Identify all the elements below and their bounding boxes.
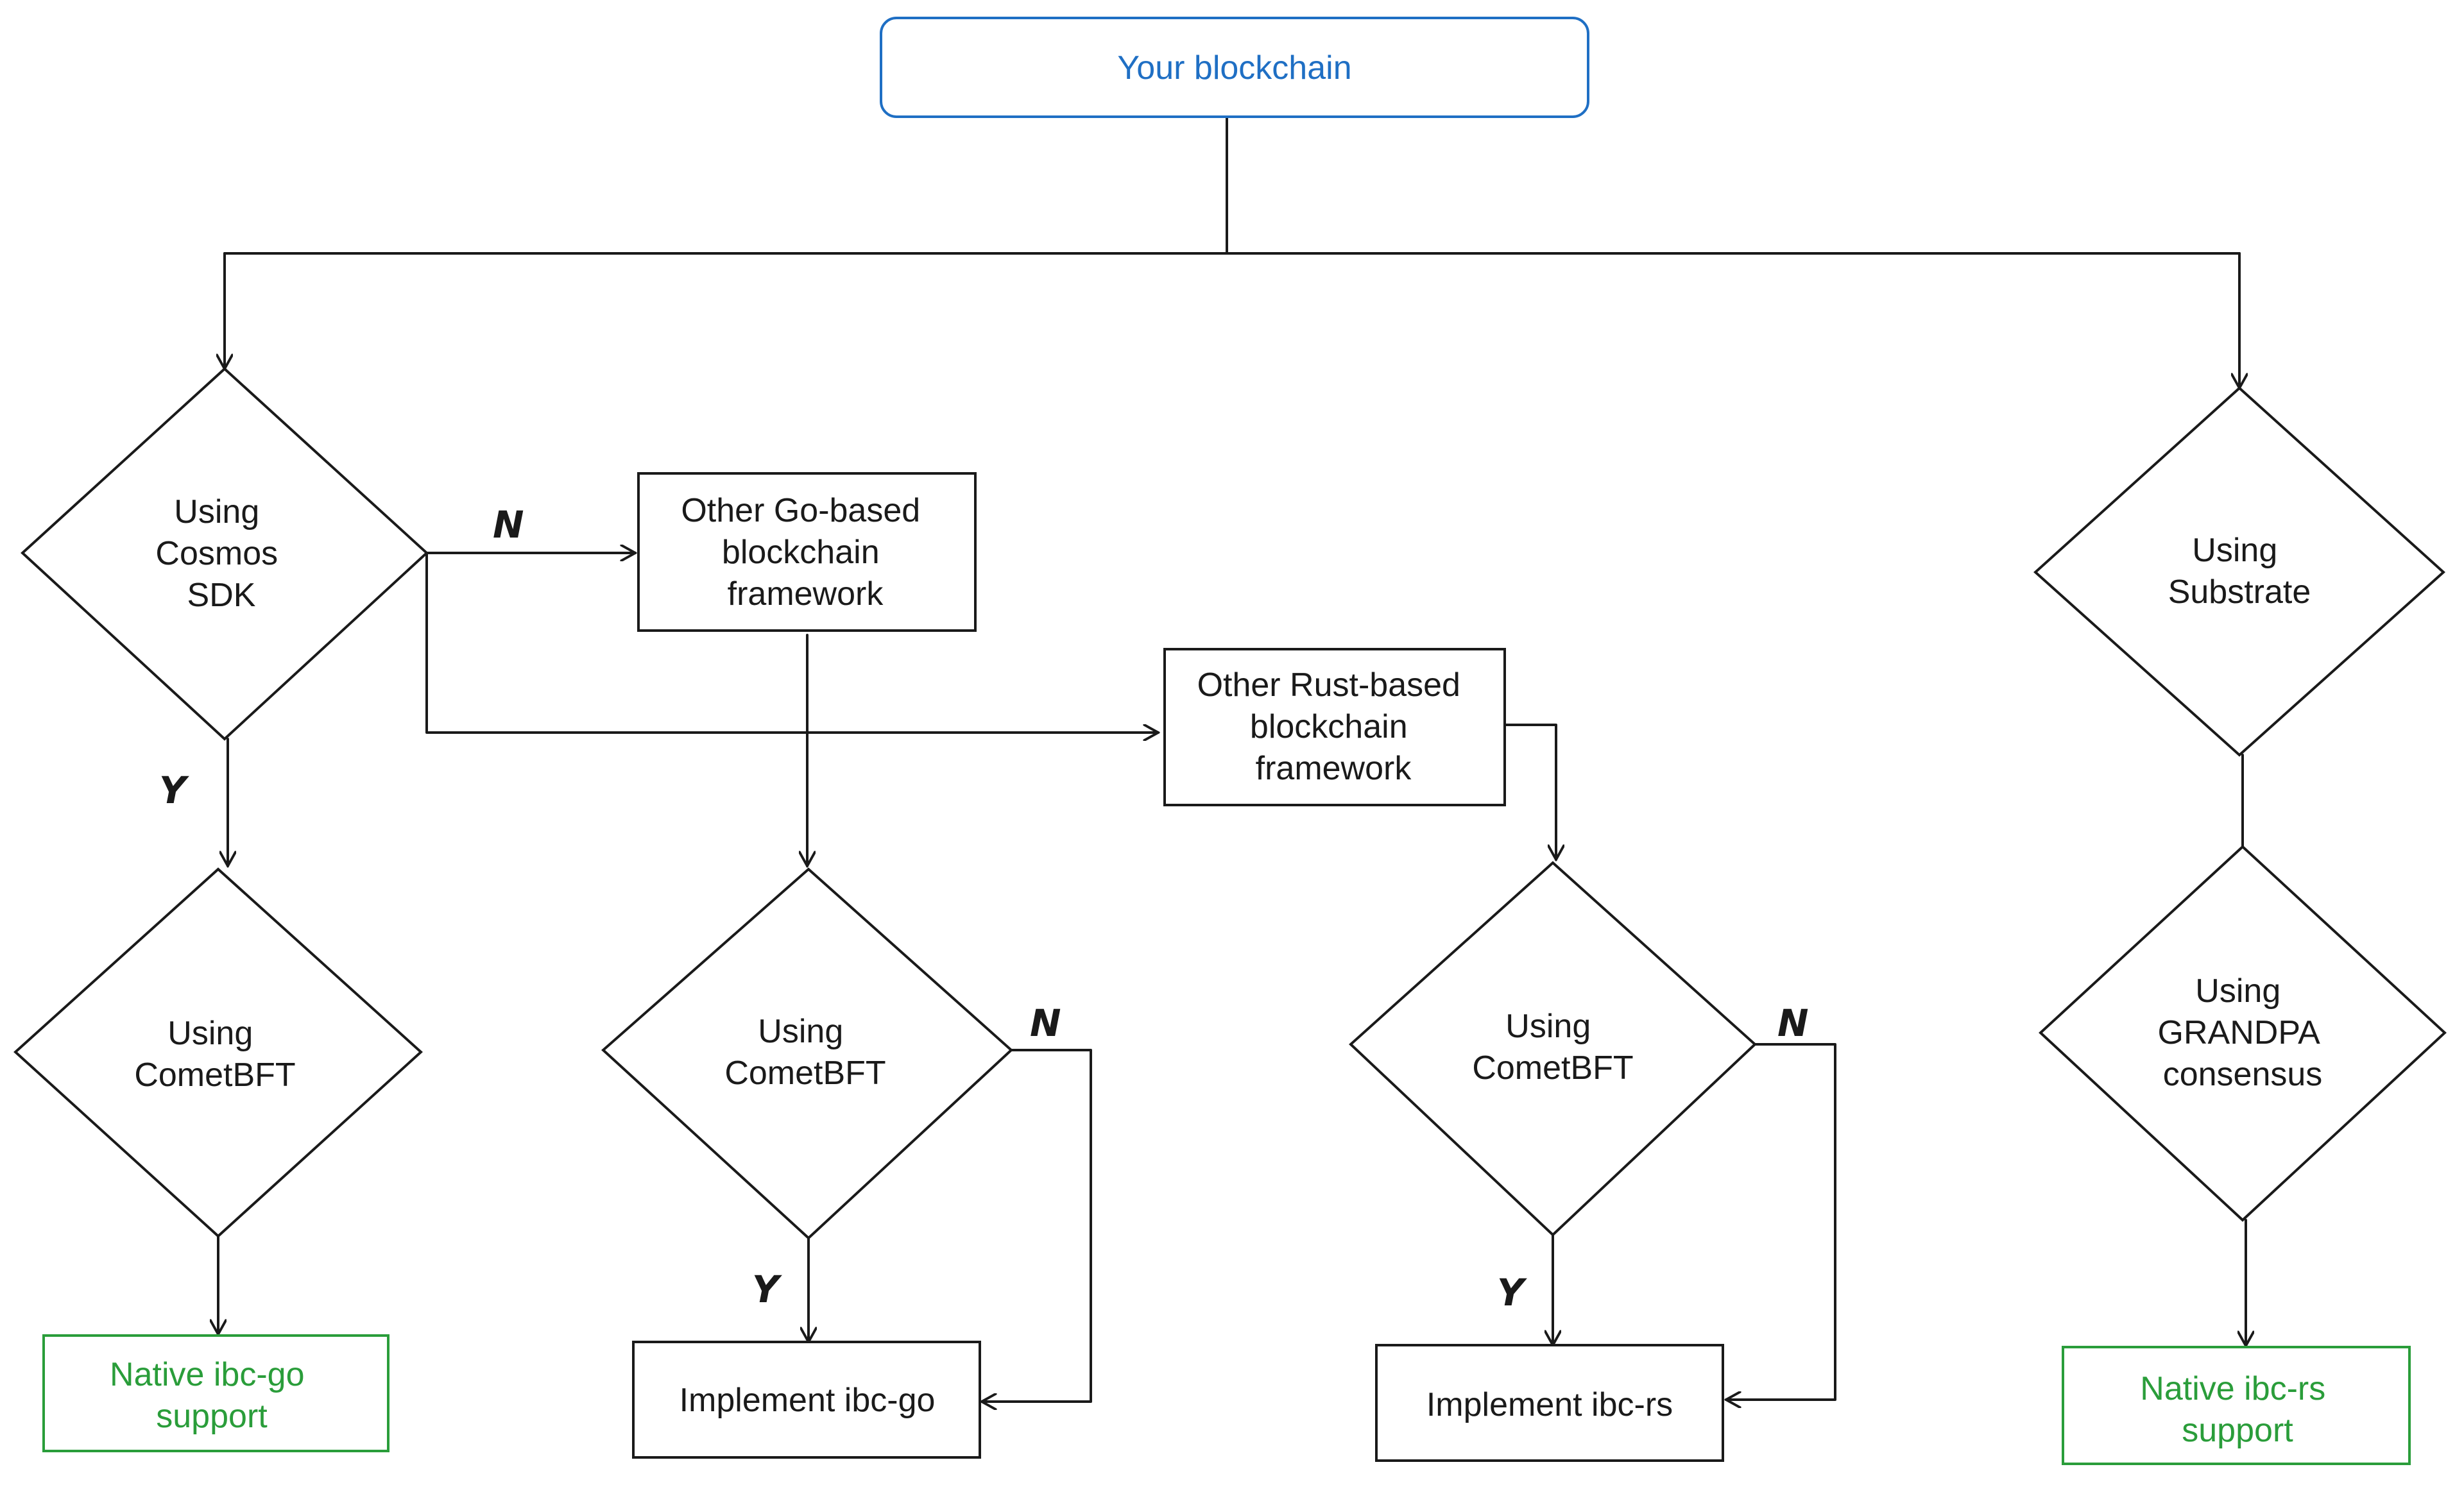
- comet-a-label: Using CometBFT: [134, 1015, 295, 1094]
- root-label: Your blockchain: [1117, 49, 1351, 87]
- edge-comet-b-no: [982, 1049, 1092, 1402]
- comet-a-diamond: [13, 867, 423, 1238]
- go-framework-label: Other Go-based blockchain framework: [681, 492, 929, 613]
- comet-b-no-label: N: [1030, 1001, 1061, 1045]
- native-go-label: Native ibc-go support: [110, 1356, 314, 1435]
- comet-b-yes-label: Y: [752, 1268, 782, 1311]
- rust-framework-label: Other Rust-based blockchain framework: [1197, 666, 1470, 787]
- cosmos-diamond: [21, 367, 429, 741]
- impl-rs-box: [1375, 1344, 1724, 1462]
- substrate-diamond: [2033, 386, 2445, 757]
- edge-rust-to-comet-c: [1503, 724, 1556, 860]
- impl-go-box: [632, 1341, 981, 1459]
- native-rs-label: Native ibc-rs support: [2140, 1370, 2334, 1449]
- rust-framework-box: [1163, 648, 1506, 806]
- go-framework-box: [637, 472, 977, 632]
- comet-b-label: Using CometBFT: [724, 1013, 886, 1092]
- grandpa-diamond: [2039, 845, 2447, 1222]
- comet-c-yes-label: Y: [1497, 1271, 1527, 1314]
- impl-go-label: Implement ibc-go: [680, 1382, 936, 1419]
- substrate-label: Using Substrate: [2168, 532, 2311, 611]
- native-go-box: [42, 1334, 389, 1452]
- comet-c-diamond: [1349, 861, 1757, 1237]
- impl-rs-label: Implement ibc-rs: [1426, 1386, 1673, 1423]
- cosmos-no-label: N: [493, 503, 524, 547]
- cosmos-yes-label: Y: [159, 768, 189, 812]
- edge-labels: N Y N Y N Y: [159, 503, 1809, 1314]
- native-rs-box: [2062, 1346, 2411, 1465]
- edge-comet-c-no: [1726, 1043, 1836, 1400]
- grandpa-label: Using GRANDPA consensus: [2158, 972, 2328, 1093]
- node-labels: Your blockchain Using Cosmos SDK Other G…: [110, 49, 2334, 1449]
- edge-cosmos-to-rust: [425, 552, 1158, 733]
- root-box: [880, 17, 1589, 118]
- comet-c-label: Using CometBFT: [1472, 1008, 1633, 1087]
- shapes: [13, 17, 2447, 1465]
- cosmos-label: Using Cosmos SDK: [155, 493, 287, 614]
- comet-c-no-label: N: [1777, 1001, 1809, 1045]
- connectors: [218, 115, 2246, 1402]
- comet-b-diamond: [601, 867, 1013, 1240]
